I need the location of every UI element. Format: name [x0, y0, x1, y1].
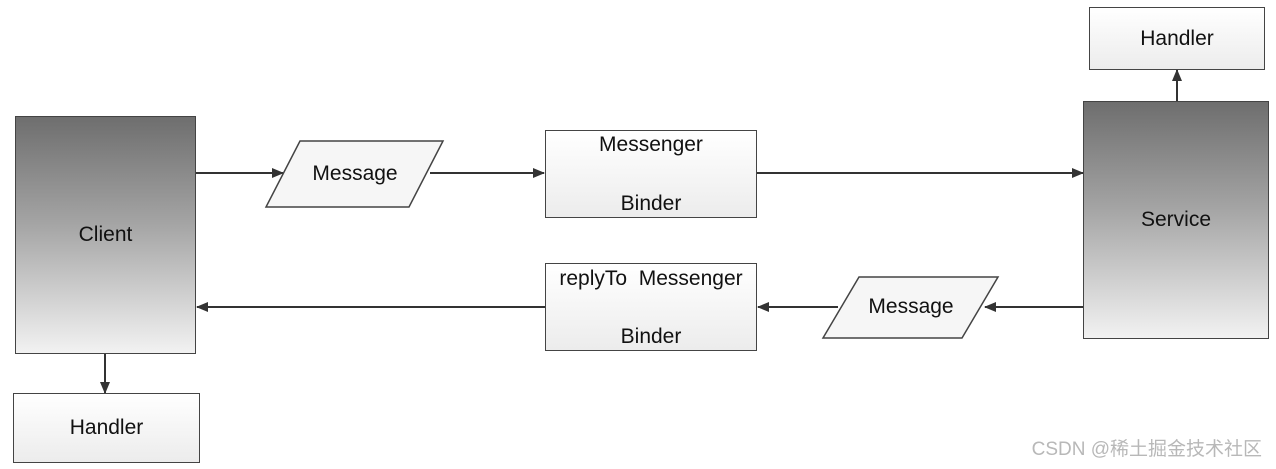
message-reply-label: Message [868, 295, 954, 318]
messenger-binder-line1: Messenger [599, 133, 703, 156]
replyto-binder-line1: replyTo Messenger [559, 267, 743, 290]
messenger-binder-box: Messenger Binder [545, 130, 757, 218]
service-handler-box: Handler [1089, 7, 1265, 70]
client-handler-label: Handler [69, 416, 144, 439]
service-label: Service [1140, 208, 1212, 231]
message-reply-shape [821, 276, 1000, 339]
replyto-binder-box: replyTo Messenger Binder [545, 263, 757, 351]
watermark-text: CSDN @稀土掘金技术社区 [1031, 439, 1262, 460]
message-forward-shape [264, 140, 445, 208]
client-handler-box: Handler [13, 393, 200, 463]
messenger-binder-line2: Binder [620, 192, 682, 215]
replyto-binder-line2: Binder [620, 325, 682, 348]
service-handler-label: Handler [1140, 26, 1214, 50]
service-box: Service [1083, 101, 1269, 339]
client-box: Client [15, 116, 196, 354]
message-forward-label: Message [312, 162, 398, 185]
client-label: Client [78, 223, 133, 246]
